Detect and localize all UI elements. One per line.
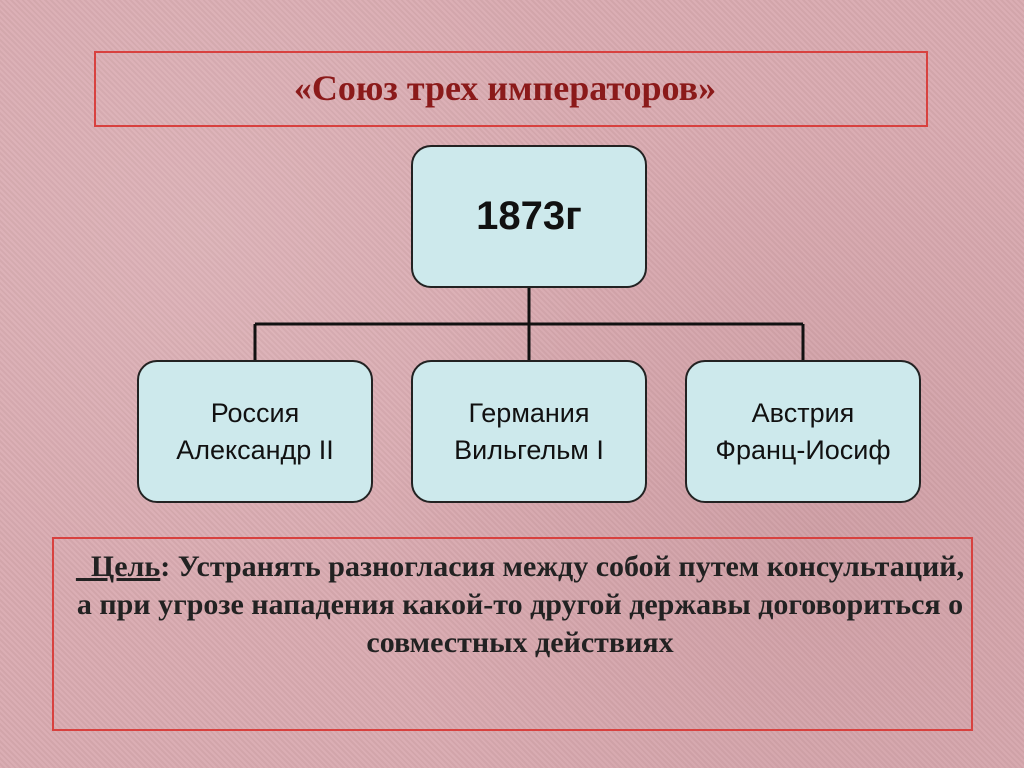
member-node-austria: Австрия Франц-Иосиф: [685, 360, 921, 503]
member-ruler: Франц-Иосиф: [715, 434, 891, 465]
member-node-russia: Россия Александр II: [137, 360, 373, 503]
goal-paragraph: Цель: Устранять разногласия между собой …: [70, 548, 970, 662]
member-country: Австрия: [751, 398, 855, 429]
year-label: 1873г: [476, 194, 582, 238]
member-country: Россия: [210, 398, 300, 429]
member-ruler: Александр II: [176, 434, 334, 465]
goal-frame: [52, 537, 973, 731]
year-node: 1873г: [411, 145, 647, 288]
goal-label: Цель: [75, 550, 161, 583]
member-node-germany: Германия Вильгельм I: [411, 360, 647, 503]
title-frame: [94, 51, 928, 127]
slide-title: «Союз трех императоров»: [293, 68, 717, 108]
member-ruler: Вильгельм I: [454, 434, 604, 465]
goal-separator: :: [160, 550, 171, 583]
goal-text: Устранять разногласия между собой путем …: [76, 550, 965, 660]
member-country: Германия: [468, 398, 590, 429]
